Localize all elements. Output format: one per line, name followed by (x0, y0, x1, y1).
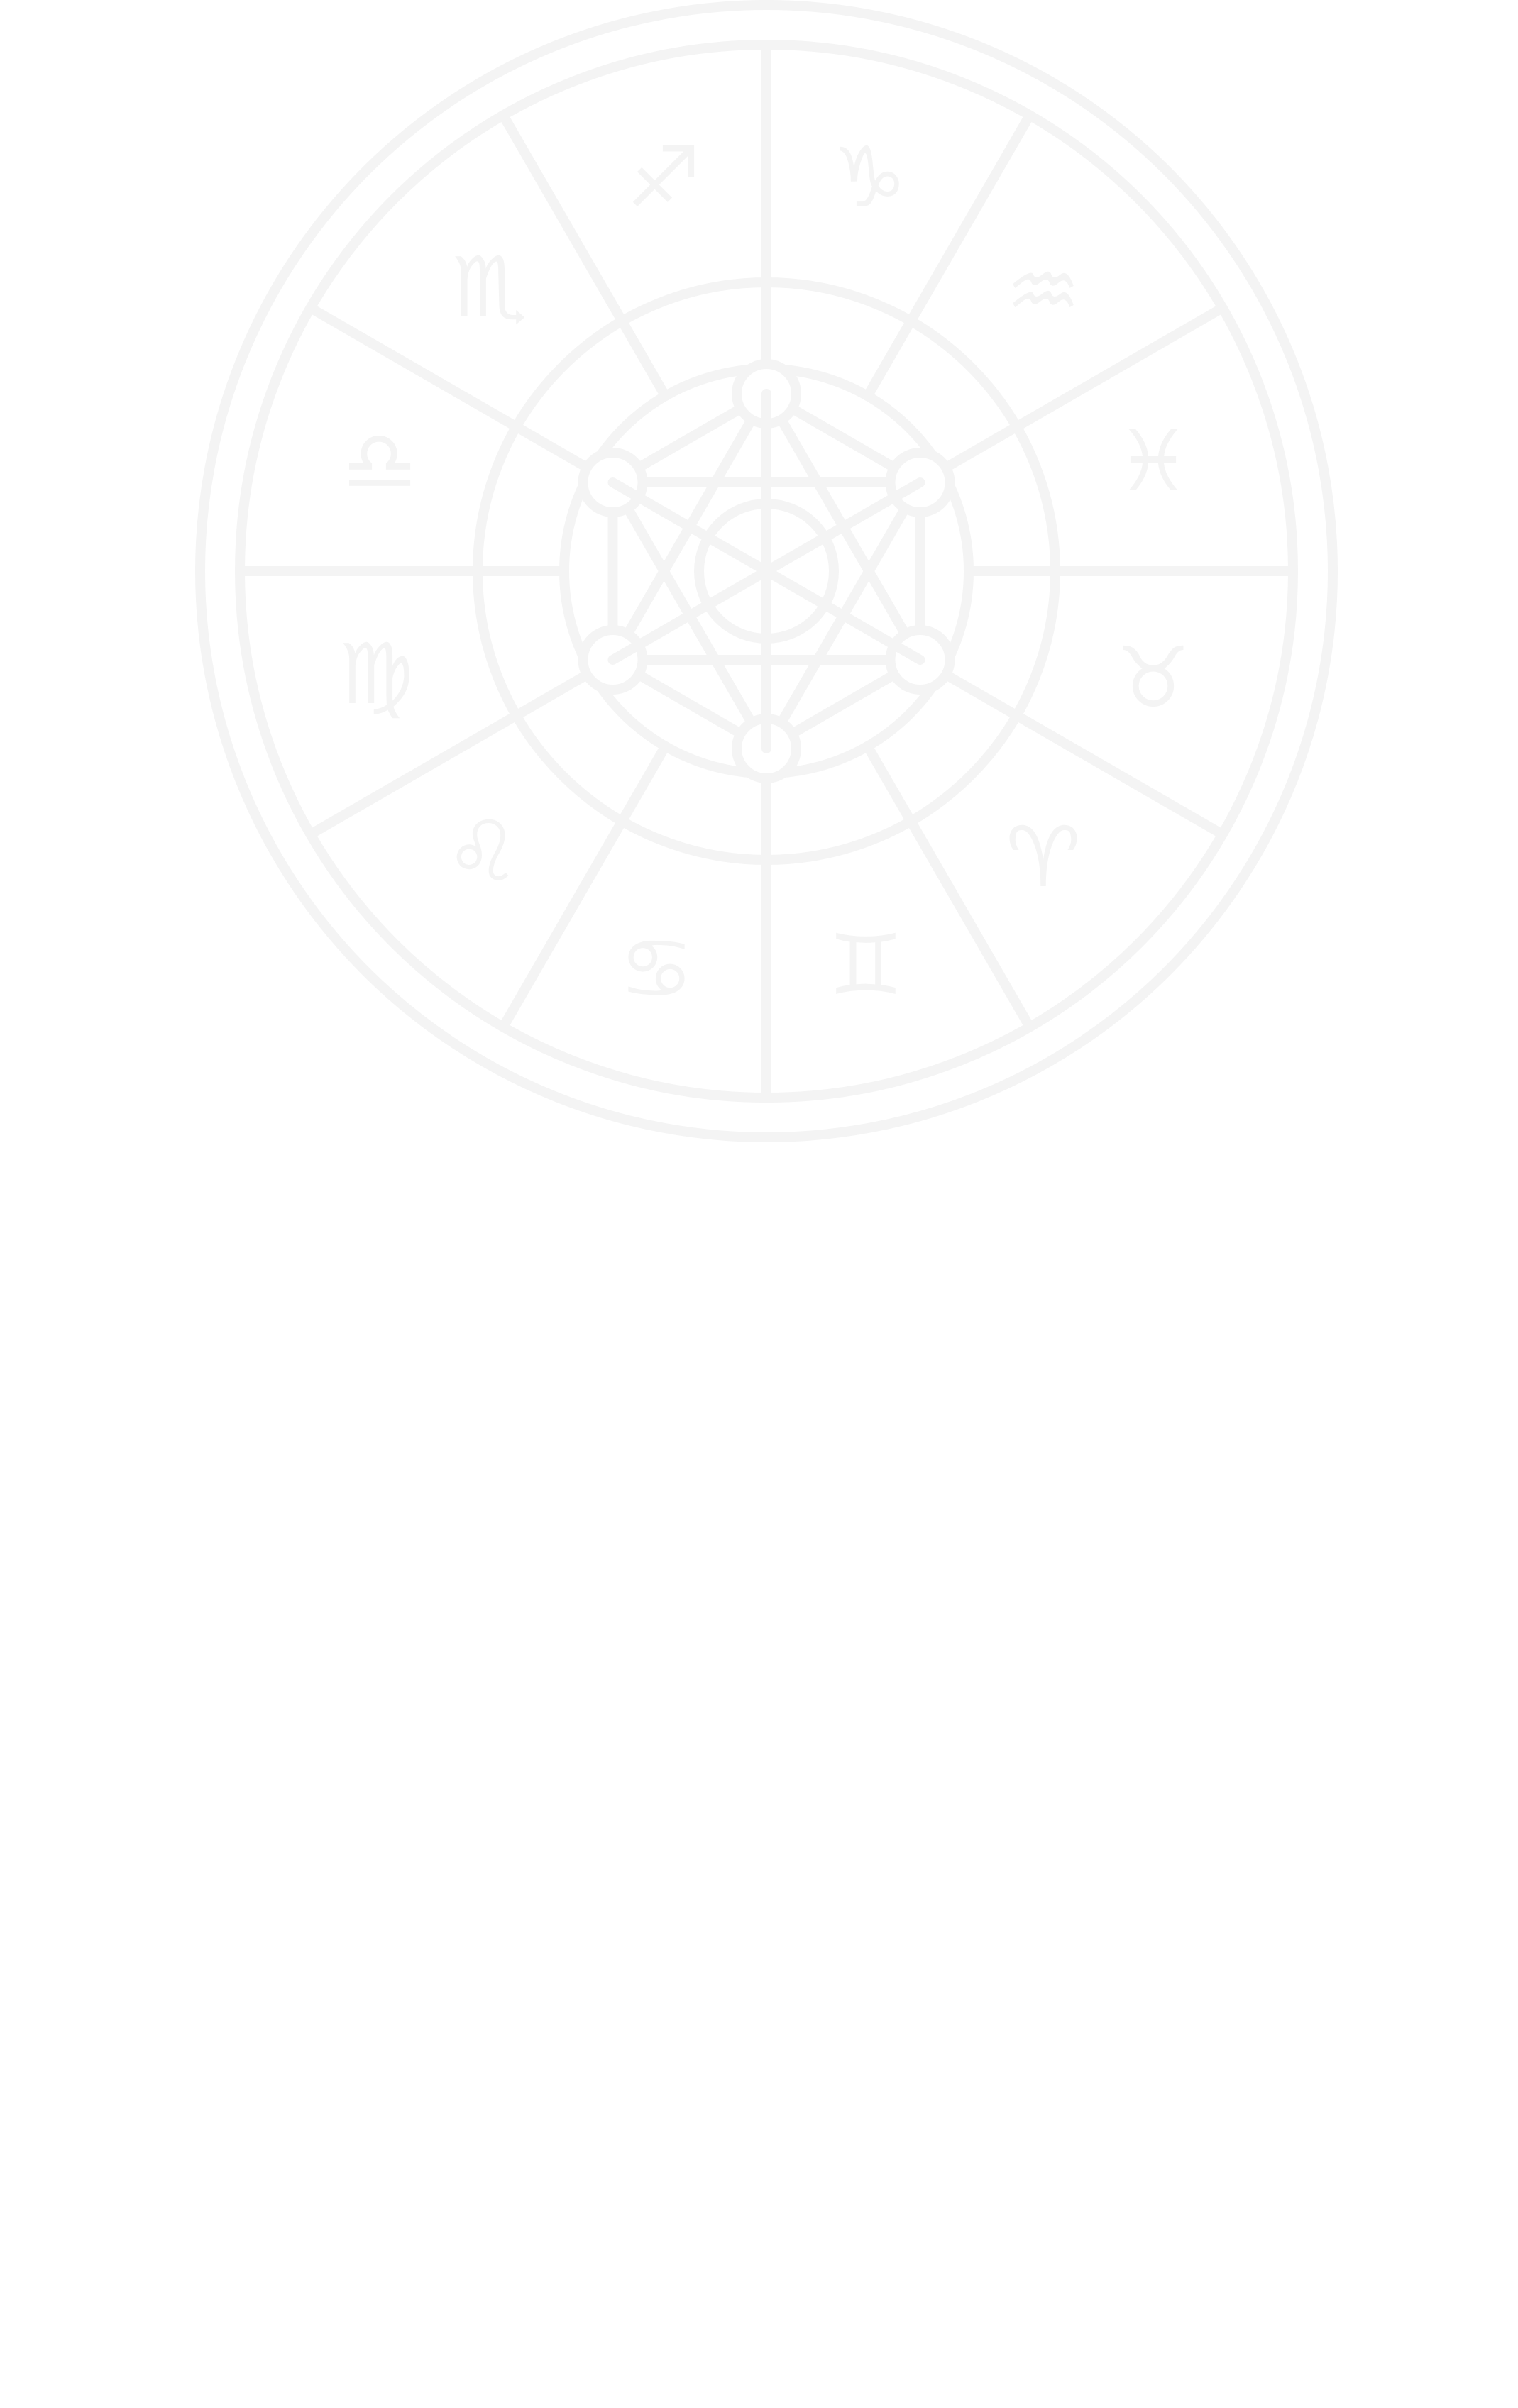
outer-ring (195, 0, 1338, 1142)
taurus-icon: ♉ (1116, 629, 1191, 727)
pisces-icon: ♓ (1116, 412, 1191, 510)
house-divider (862, 110, 1035, 402)
house-dividers (235, 40, 1298, 1103)
house-divider (862, 741, 1035, 1032)
zodiac-signs: ♈ ♉ ♊ ♋ ♌ ♍ ♎ ♏ ♐ ♑ ♒ ♓ (339, 128, 1191, 1017)
scorpio-icon: ♏ (452, 238, 527, 336)
libra-icon: ♎ (342, 412, 417, 510)
house-divider (498, 741, 671, 1032)
house-divider (936, 303, 1228, 475)
zodiac-wheel: ♈ ♉ ♊ ♋ ♌ ♍ ♎ ♏ ♐ ♑ ♒ ♓ (195, 0, 1338, 1142)
house-divider (305, 667, 597, 839)
cancer-icon: ♋ (619, 919, 694, 1017)
house-divider (498, 110, 671, 402)
aquarius-icon: ♒ (1006, 242, 1081, 340)
leo-icon: ♌ (445, 802, 520, 900)
sagittarius-icon: ♐ (626, 128, 701, 226)
hexagram-icon (578, 359, 955, 783)
capricorn-icon: ♑ (832, 128, 907, 226)
house-divider (936, 667, 1228, 839)
emblem-axis (607, 477, 925, 665)
house-divider (305, 303, 597, 475)
gemini-icon: ♊ (828, 916, 903, 1014)
aries-icon: ♈ (1006, 808, 1081, 906)
virgo-icon: ♍ (339, 625, 414, 723)
blank-area (0, 1164, 1518, 2408)
